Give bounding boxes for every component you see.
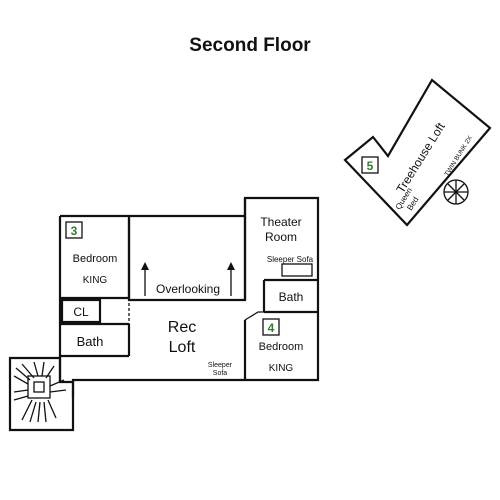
- spiral-stair-icon: [443, 179, 469, 205]
- stair-core-inner: [33, 381, 45, 393]
- bedroom3-number: 3: [71, 224, 78, 238]
- rec-loft-line2: Loft: [169, 339, 196, 356]
- stair-core: [27, 375, 51, 399]
- main-floor: [58, 196, 320, 398]
- bath-left-label: Bath: [77, 334, 104, 349]
- stair-tower: [8, 356, 75, 432]
- floor-title: Second Floor: [189, 35, 311, 56]
- treehouse-badge: [361, 156, 379, 174]
- closet-box: [60, 298, 102, 324]
- overlooking-label: Overlooking: [156, 282, 220, 296]
- treehouse-number: 5: [367, 159, 374, 173]
- bedroom3-bed: KING: [83, 275, 108, 286]
- stair-tower-outline: [8, 356, 75, 432]
- bedroom3-badge: [65, 221, 83, 239]
- up-arrow-icon: [141, 262, 149, 296]
- bedroom3-label: Bedroom: [73, 253, 118, 265]
- bedroom4-number: 4: [268, 321, 275, 335]
- treehouse-bunk-label: TWIN BUNK 2X: [444, 134, 475, 177]
- theater-label-line1: Theater: [260, 215, 301, 229]
- bedroom4-door: [244, 311, 264, 321]
- rec-loft-sofa-line1: Sleeper: [208, 362, 233, 369]
- closet-label: CL: [73, 305, 89, 319]
- treehouse-loft: [343, 78, 492, 227]
- bedroom4-bed: KING: [269, 363, 294, 374]
- bath-right-label: Bath: [279, 290, 304, 304]
- sleeper-sofa-theater: [281, 263, 313, 277]
- rec-loft-sofa-line2: Sofa: [213, 370, 228, 377]
- bedroom4-label: Bedroom: [259, 341, 304, 353]
- up-arrow-icon: [227, 262, 235, 296]
- theater-label-line2: Room: [265, 230, 297, 244]
- bedroom4-badge: [262, 318, 280, 336]
- treehouse-outline: [343, 78, 492, 227]
- rec-loft-line1: Rec: [168, 319, 196, 336]
- spiral-stair-icon: [13, 361, 67, 423]
- theater-sofa-label: Sleeper Sofa: [267, 255, 314, 264]
